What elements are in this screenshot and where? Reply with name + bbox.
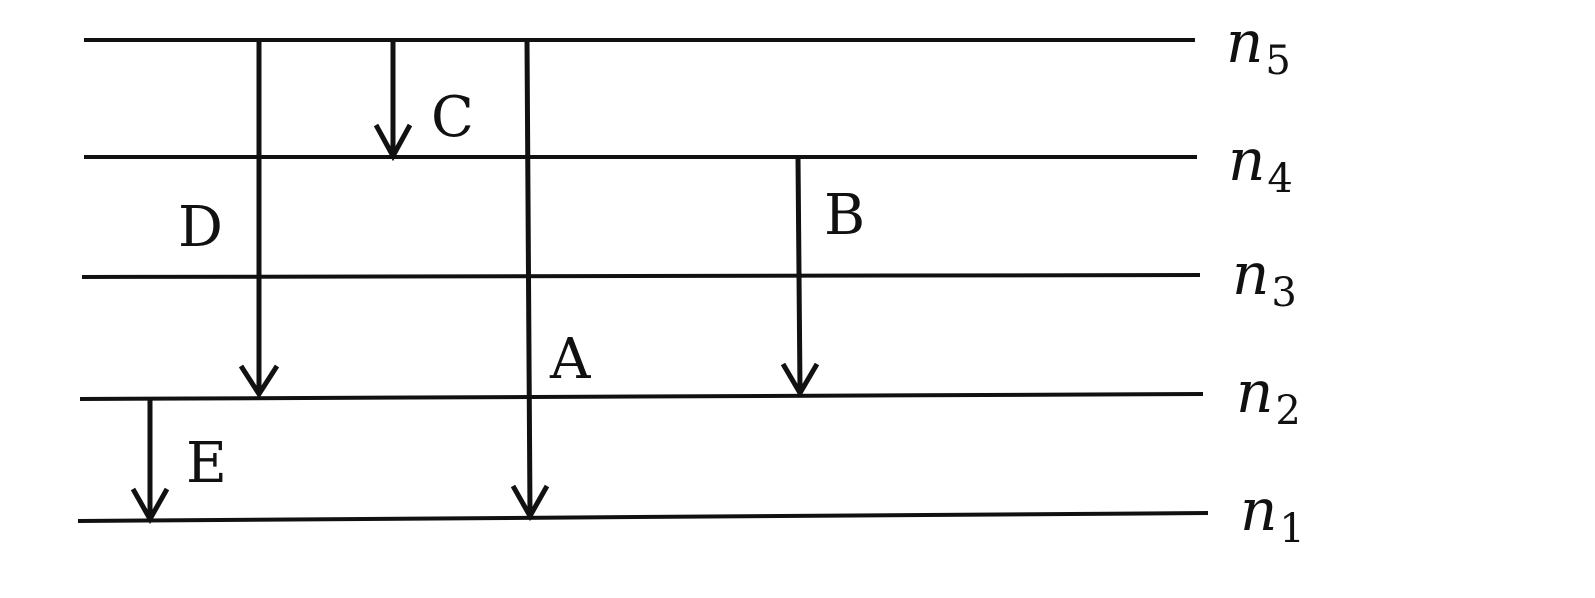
transition-arrow-a [510, 39, 550, 522]
level-label-n2: n2 [1236, 358, 1301, 434]
level-label-n1: n1 [1240, 476, 1305, 552]
transition-label-c: C [431, 85, 474, 150]
transition-label-d: D [178, 195, 223, 260]
transition-label-b: B [824, 183, 865, 248]
level-line-n3 [81, 273, 1201, 279]
level-label-n4: n4 [1228, 126, 1293, 202]
level-label-n3: n3 [1232, 240, 1297, 316]
level-line-n1 [77, 511, 1209, 523]
transition-arrow-b [780, 156, 820, 398]
transition-label-a: A [549, 327, 591, 392]
level-label-n5: n5 [1226, 8, 1291, 84]
transition-arrow-c [373, 40, 413, 162]
level-line-n2 [79, 392, 1204, 401]
transition-arrow-d [238, 40, 280, 399]
transition-arrow-e [130, 399, 170, 525]
transition-label-e: E [186, 431, 227, 496]
